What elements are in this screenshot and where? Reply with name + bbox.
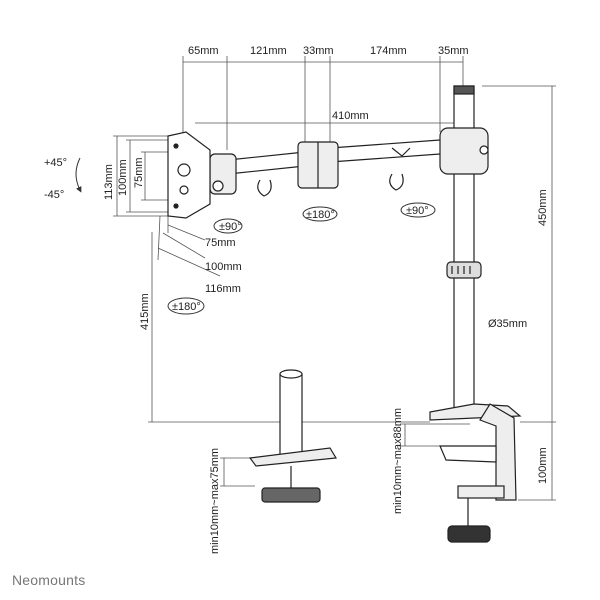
dim-415: 415mm bbox=[139, 293, 151, 330]
swivel-joint2-label: ±90° bbox=[406, 205, 429, 217]
dim-450: 450mm bbox=[537, 189, 549, 226]
grommet-desk-range: min10mm~max75mm bbox=[209, 448, 221, 554]
rotation-arrows bbox=[75, 157, 436, 315]
monitor-arm-drawing bbox=[167, 85, 522, 543]
rotation-plate-arc-icon bbox=[167, 297, 205, 315]
tilt-down-label: -45° bbox=[44, 189, 64, 201]
grommet-plate bbox=[261, 487, 321, 503]
dimension-lines bbox=[113, 56, 556, 501]
grommet-inset bbox=[248, 369, 338, 503]
tilt-up-label: +45° bbox=[44, 157, 67, 169]
pole-diameter: Ø35mm bbox=[488, 318, 527, 330]
dim-h100: 100mm bbox=[205, 261, 242, 273]
swivel-head-label: ±90° bbox=[219, 221, 242, 233]
grommet-pole bbox=[279, 373, 303, 459]
clamp-body bbox=[479, 403, 517, 501]
dim-121: 121mm bbox=[250, 45, 287, 57]
vesa-plate bbox=[167, 131, 211, 219]
swivel-joint1-arc-icon bbox=[302, 206, 338, 222]
swivel-joint2-arc-icon bbox=[400, 202, 436, 218]
dim-410: 410mm bbox=[332, 110, 369, 122]
brand-logo-text: Neomounts bbox=[12, 572, 86, 588]
rotation-plate-label: ±180° bbox=[172, 301, 201, 313]
clamp-desk-range: min10mm~max88mm bbox=[392, 408, 404, 514]
tilt-arc-icon bbox=[75, 157, 82, 193]
dim-33: 33mm bbox=[303, 45, 334, 57]
clamp-knob bbox=[447, 525, 491, 543]
dim-v100: 100mm bbox=[117, 159, 129, 196]
dimension-labels: 65mm 121mm 33mm 174mm 35mm 410mm Ø35mm 7… bbox=[44, 45, 549, 554]
dim-174: 174mm bbox=[370, 45, 407, 57]
dim-v75: 75mm bbox=[133, 157, 145, 188]
dim-h116: 116mm bbox=[205, 283, 241, 295]
swivel-joint1-label: ±180° bbox=[306, 209, 335, 221]
dim-35: 35mm bbox=[438, 45, 469, 57]
dim-65: 65mm bbox=[188, 45, 219, 57]
dim-h75: 75mm bbox=[205, 237, 236, 249]
swivel-head-arc-icon bbox=[213, 218, 243, 234]
dim-clamp-100: 100mm bbox=[537, 447, 549, 484]
dim-v113: 113mm bbox=[103, 164, 115, 200]
